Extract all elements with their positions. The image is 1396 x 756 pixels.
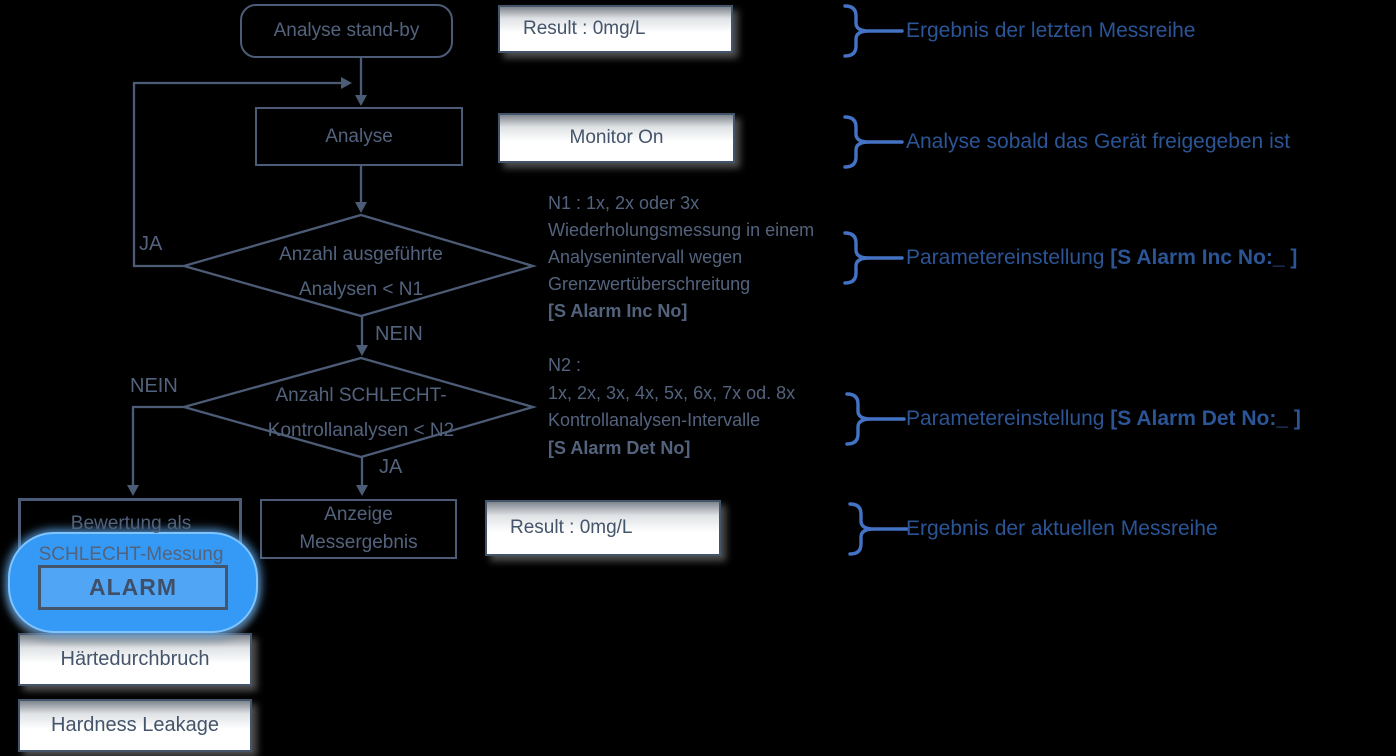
n2-note: N2 : 1x, 2x, 3x, 4x, 5x, 6x, 7x od. 8x K… bbox=[548, 352, 795, 462]
annotation-analyse-sobald: Analyse sobald das Gerät freigegeben ist bbox=[906, 130, 1291, 153]
arrowhead-right-icon bbox=[341, 77, 352, 89]
alarm-label: ALARM bbox=[88, 574, 178, 600]
decision2-diamond bbox=[179, 356, 538, 459]
screen-haertedurchbruch: Härtedurchbruch bbox=[18, 633, 252, 686]
screen-result-bottom-text: Result : 0mg/L bbox=[510, 517, 633, 538]
decision2-label: Anzahl SCHLECHT- Kontrollanalysen < N2 bbox=[211, 378, 511, 448]
arrowhead-down-icon bbox=[127, 485, 139, 496]
annotation-param1-prefix: Parametereinstellung bbox=[906, 246, 1111, 269]
screen-result-top-text: Result : 0mg/L bbox=[523, 18, 646, 39]
ja-loop-line bbox=[132, 81, 343, 268]
alarm-box: ALARM bbox=[38, 565, 228, 610]
annotation-ergebnis-letzte: Ergebnis der letzten Messreihe bbox=[906, 19, 1196, 42]
decision2-line2: Kontrollanalysen < N2 bbox=[267, 420, 455, 441]
annotation-param2-code: [S Alarm Det No:_ ] bbox=[1110, 407, 1301, 430]
decision1-diamond bbox=[179, 213, 538, 318]
arrowhead-down-icon bbox=[356, 485, 368, 496]
n1-note-param: [S Alarm Inc No] bbox=[548, 301, 688, 321]
annotation-param1-code: [S Alarm Inc No:_ ] bbox=[1110, 246, 1298, 269]
screen-monitor-on: Monitor On bbox=[498, 113, 735, 163]
decision1-line2: Analysen < N1 bbox=[298, 279, 424, 300]
arrowhead-down-icon bbox=[355, 202, 367, 213]
n2-note-param: [S Alarm Det No] bbox=[548, 437, 691, 458]
screen-haertedurchbruch-text: Härtedurchbruch bbox=[60, 648, 210, 670]
n2-note-line1: N2 : bbox=[548, 355, 582, 375]
bracket-icon bbox=[843, 115, 904, 169]
node-anzeige: Anzeige Messergebnis bbox=[260, 499, 457, 559]
n1-note-line4: Grenzwertüberschreitung bbox=[548, 274, 751, 294]
node-analyse-standby: Analyse stand-by bbox=[240, 4, 453, 58]
arrowhead-down-icon bbox=[355, 95, 367, 106]
decision2-line1: Anzahl SCHLECHT- bbox=[275, 385, 447, 406]
n1-note-line3: Analysenintervall wegen bbox=[548, 247, 743, 267]
bracket-icon bbox=[843, 4, 904, 58]
decision1-line1: Anzahl ausgeführte bbox=[279, 244, 443, 265]
annotation-param2: Parametereinstellung [S Alarm Det No:_ ] bbox=[906, 404, 1301, 434]
n2-note-line3: Kontrollanalysen-Intervalle bbox=[548, 410, 761, 430]
screen-result-bottom: Result : 0mg/L bbox=[485, 500, 721, 556]
n1-note: N1 : 1x, 2x oder 3x Wiederholungsmessung… bbox=[548, 190, 814, 325]
bewertung-line2: SCHLECHT-Messung bbox=[38, 544, 224, 565]
bewertung-line1: Bewertung als bbox=[70, 513, 192, 534]
branch-label-nein-2: NEIN bbox=[130, 375, 178, 397]
annotation-param2-prefix: Parametereinstellung bbox=[906, 407, 1111, 430]
screen-hardness-leakage-text: Hardness Leakage bbox=[51, 714, 219, 736]
anzeige-line2: Messergebnis bbox=[299, 532, 418, 553]
bracket-icon bbox=[843, 231, 904, 285]
anzeige-line1: Anzeige bbox=[324, 504, 393, 525]
screen-hardness-leakage: Hardness Leakage bbox=[18, 699, 252, 752]
screen-monitor-on-text: Monitor On bbox=[569, 127, 664, 148]
n1-note-line1: N1 : 1x, 2x oder 3x bbox=[548, 193, 700, 213]
screen-result-top: Result : 0mg/L bbox=[498, 5, 733, 53]
n2-note-line2: 1x, 2x, 3x, 4x, 5x, 6x, 7x od. 8x bbox=[548, 382, 796, 403]
arrowhead-down-icon bbox=[356, 345, 368, 356]
node-analyse-label: Analyse bbox=[325, 125, 393, 147]
branch-label-ja-1: JA bbox=[139, 233, 163, 255]
node-analyse-standby-label: Analyse stand-by bbox=[273, 20, 420, 41]
decision1-label: Anzahl ausgeführte Analysen < N1 bbox=[211, 237, 511, 307]
annotation-ergebnis-aktuell: Ergebnis der aktuellen Messreihe bbox=[906, 517, 1218, 540]
bracket-icon bbox=[848, 502, 909, 556]
node-analyse: Analyse bbox=[255, 107, 463, 166]
nein-line-to-bewertung bbox=[131, 405, 184, 486]
branch-label-ja-2: JA bbox=[379, 456, 403, 478]
bracket-icon bbox=[845, 392, 906, 446]
n1-note-line2: Wiederholungsmessung in einem bbox=[548, 220, 815, 240]
annotation-param1: Parametereinstellung [S Alarm Inc No:_ ] bbox=[906, 243, 1297, 273]
node-bewertung-label: Bewertung als SCHLECHT-Messung bbox=[18, 508, 244, 570]
branch-label-nein-1: NEIN bbox=[375, 323, 423, 345]
